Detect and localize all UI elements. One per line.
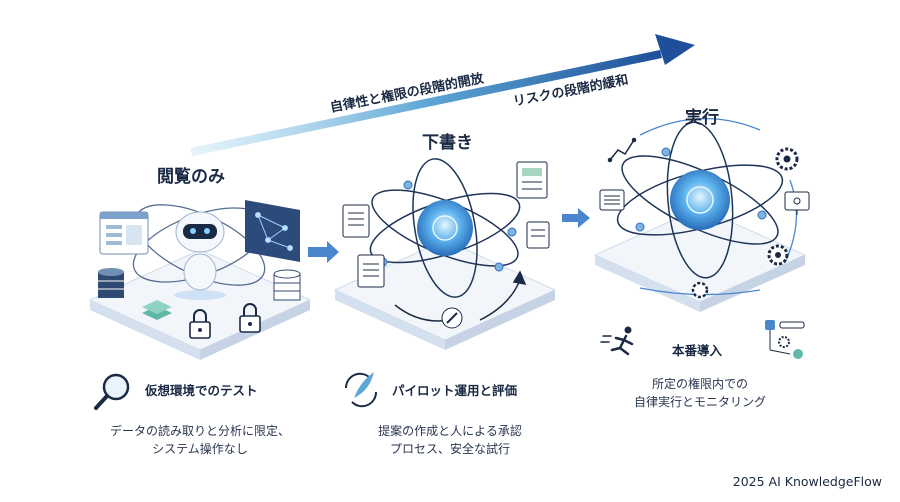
progress-arrow	[190, 34, 695, 156]
browser-window-icon	[99, 211, 149, 255]
gear-icon	[767, 244, 789, 266]
database-icon	[273, 269, 301, 301]
stage3-platform	[593, 207, 807, 312]
document-icon	[516, 161, 548, 199]
stage-title: 実行	[685, 108, 719, 128]
stage-title: 下書き	[422, 133, 473, 153]
feather-cycle-icon	[344, 372, 378, 408]
description-line: 自律実行とモニタリング	[633, 395, 766, 409]
stage-title: 閲覧のみ	[157, 167, 225, 187]
description-line: データの読み取りと分析に限定、	[109, 424, 290, 438]
next-stage-arrow	[308, 241, 339, 263]
magnifier-icon	[94, 373, 130, 410]
stage-subtitle: パイロット運用と評価	[392, 383, 518, 398]
description-line: システム操作なし	[152, 442, 248, 456]
description-line: プロセス、安全な試行	[389, 442, 510, 456]
running-person-icon	[600, 326, 634, 356]
description-line: 所定の権限内での	[651, 377, 748, 391]
workflow-icon	[765, 320, 805, 359]
stage-description: データの読み取りと分析に限定、 システム操作なし	[80, 422, 320, 458]
stage-description: 提案の作成と人による承認 プロセス、安全な試行	[340, 422, 560, 458]
layers-icon	[142, 300, 172, 320]
gear-icon	[775, 147, 799, 171]
robot-icon	[174, 211, 226, 300]
lock-icon	[189, 309, 211, 339]
monitor-icon	[784, 191, 810, 215]
network-graph-icon	[245, 200, 300, 262]
footer-credit: 2025 AI KnowledgeFlow	[732, 474, 882, 489]
chart-icon	[607, 137, 637, 163]
document-icon	[357, 254, 385, 288]
lock-icon	[239, 303, 261, 333]
orbit-node	[635, 147, 767, 232]
stage-description: 所定の権限内での 自律実行とモニタリング	[600, 375, 800, 411]
description-line: 提案の作成と人による承認	[378, 424, 522, 438]
edit-pencil-icon	[441, 307, 463, 329]
gear-icon	[691, 281, 709, 299]
checklist-icon	[599, 189, 625, 211]
next-stage-arrow	[562, 208, 590, 228]
document-icon	[526, 221, 550, 249]
stage-subtitle: 本番導入	[672, 343, 723, 358]
document-icon	[342, 204, 370, 238]
stage-subtitle: 仮想環境でのテスト	[145, 383, 258, 398]
ai-core-icon	[417, 200, 473, 256]
ai-core-icon	[670, 170, 730, 230]
database-icon	[98, 268, 124, 298]
